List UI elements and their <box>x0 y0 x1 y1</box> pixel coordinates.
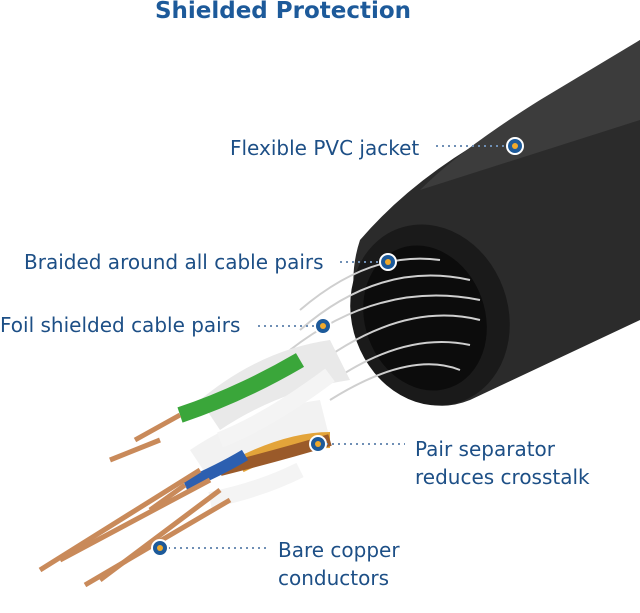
copper-conductors <box>38 412 232 588</box>
pvc-jacket <box>350 40 640 406</box>
markers <box>151 137 524 557</box>
diagram-title: Shielded Protection <box>154 0 412 24</box>
separator-marker-icon <box>309 435 327 453</box>
braid-marker-icon <box>379 253 397 271</box>
copper-marker-icon <box>151 539 169 557</box>
label-separator-2: reduces crosstalk <box>415 465 590 489</box>
leader-lines <box>168 145 506 549</box>
jacket-marker-icon <box>506 137 524 155</box>
label-braid: Braided around all cable pairs <box>24 250 324 274</box>
label-separator-1: Pair separator <box>415 437 556 461</box>
label-copper-1: Bare copper <box>278 538 400 562</box>
label-foil: Foil shielded cable pairs <box>0 313 241 337</box>
foil-marker-icon <box>314 317 332 335</box>
label-copper-2: conductors <box>278 566 389 590</box>
label-jacket: Flexible PVC jacket <box>230 136 420 160</box>
